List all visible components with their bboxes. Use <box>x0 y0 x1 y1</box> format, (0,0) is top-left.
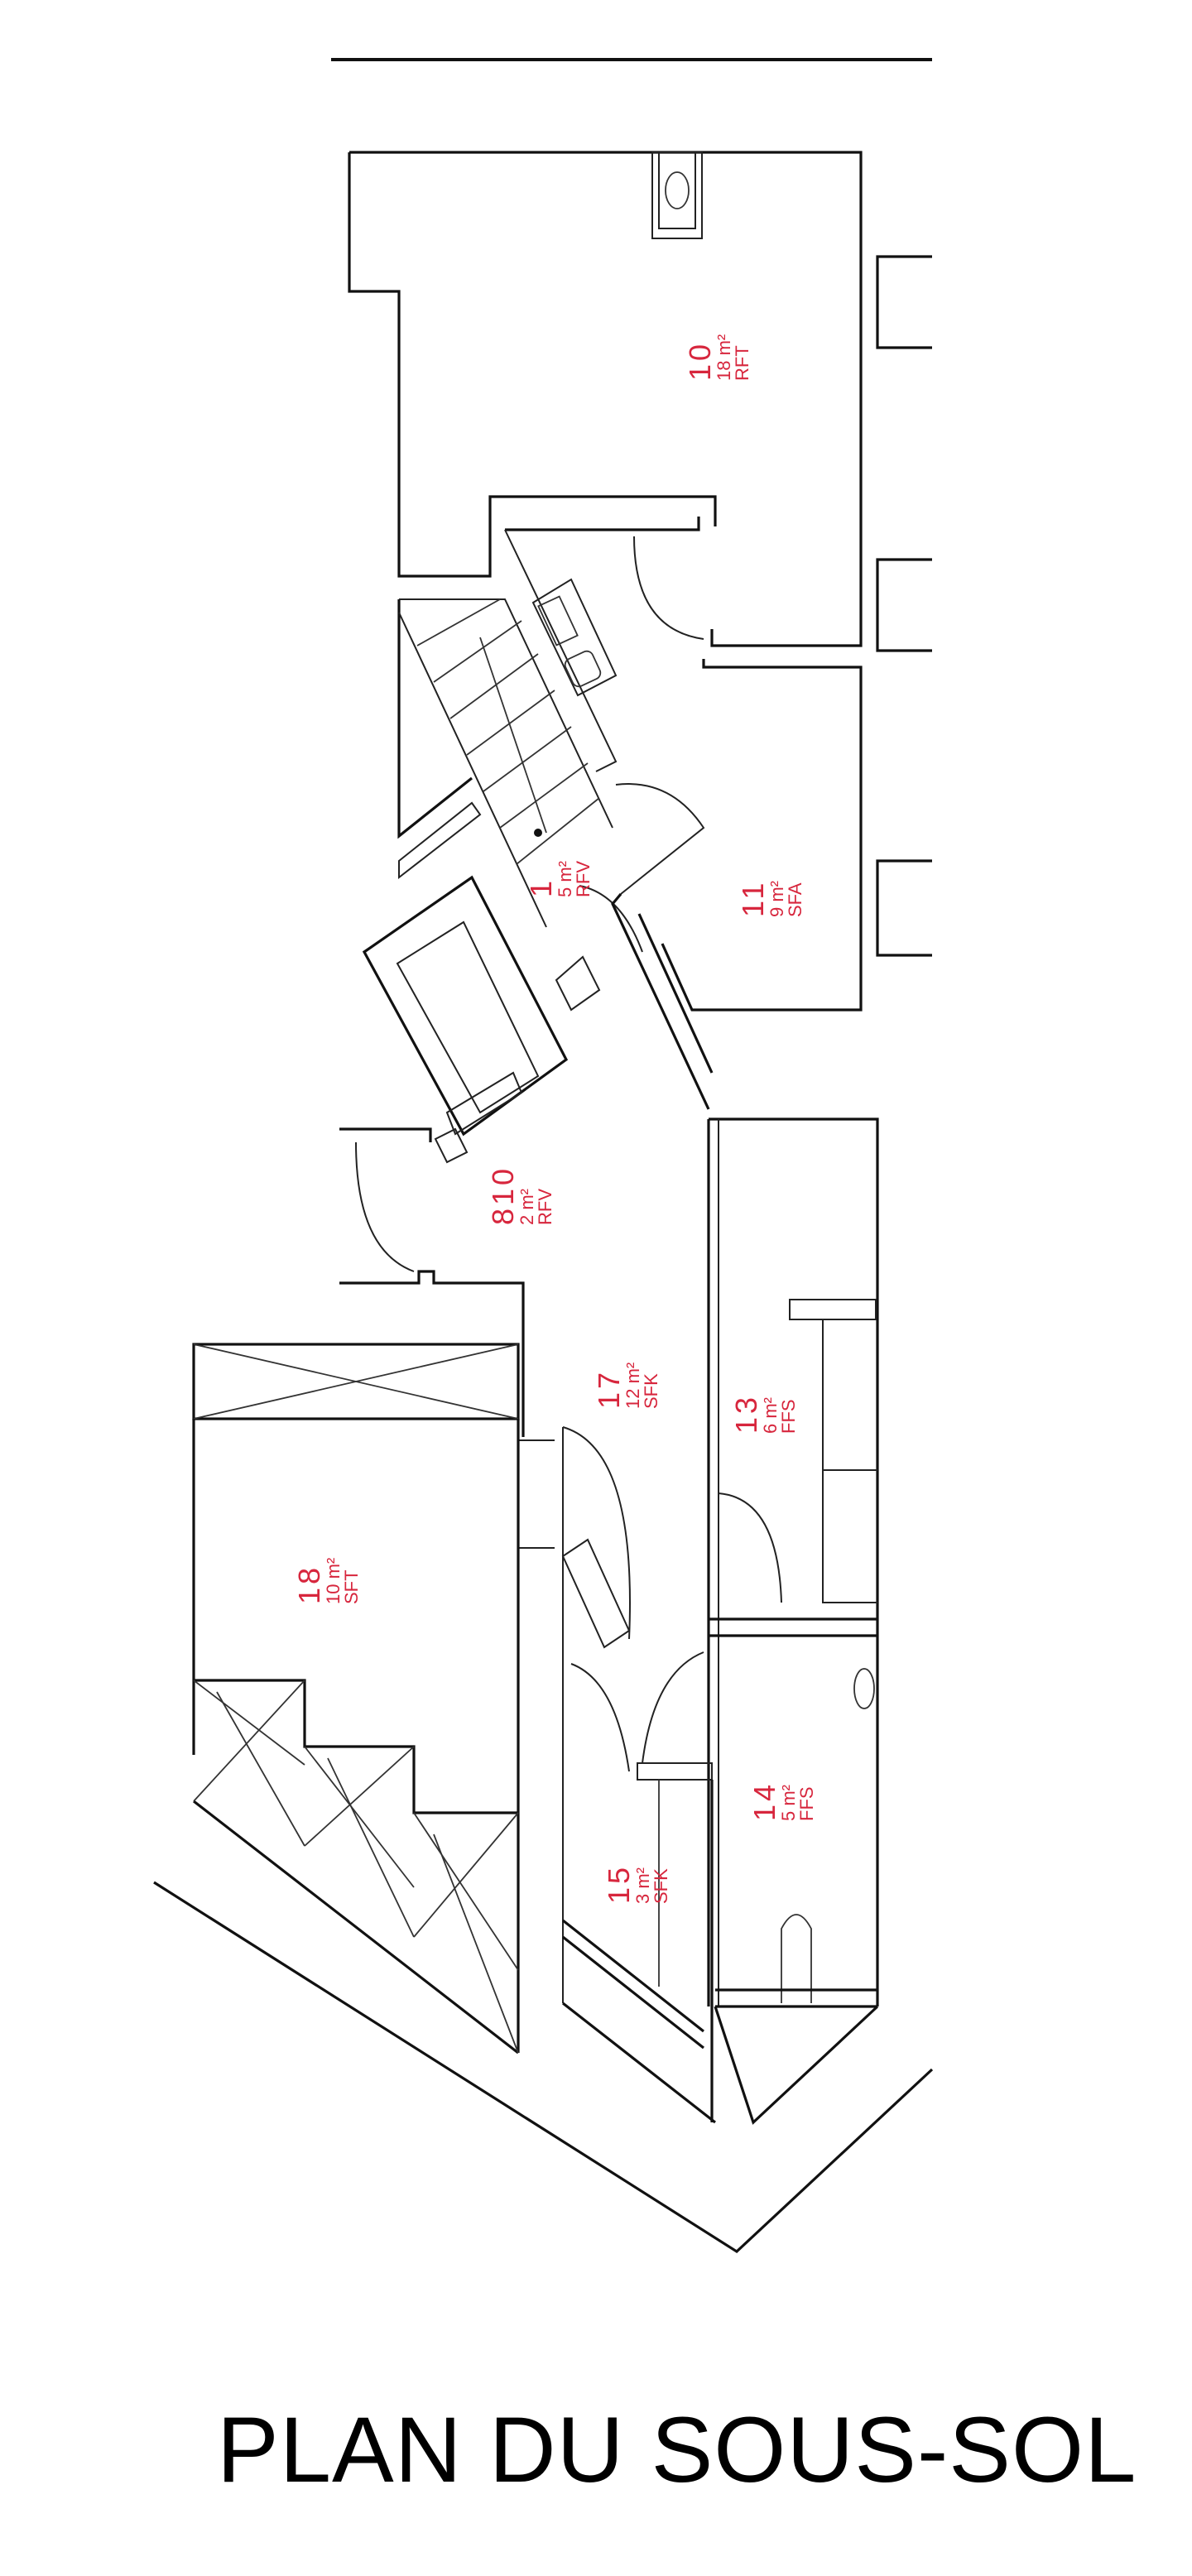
exterior-openings <box>876 255 932 957</box>
room-label-18: 18 10 m² SFT <box>292 1557 362 1604</box>
exterior-diagonal-walls <box>153 1881 934 2254</box>
room-label-15: 15 3 m² SFK <box>602 1863 671 1904</box>
room-label-13: 13 6 m² FFS <box>729 1393 799 1434</box>
plan-title: PLAN DU SOUS-SOL <box>217 2398 1137 2502</box>
room-13-14-walls <box>707 1117 879 2008</box>
room-label-17: 17 12 m² SFK <box>592 1362 661 1409</box>
room-810-walls <box>339 1127 525 1437</box>
room-18-walls <box>192 1343 520 2055</box>
lift-box <box>362 875 569 1164</box>
staircase <box>397 529 618 928</box>
room-label-14: 14 5 m² FFS <box>747 1781 817 1821</box>
room-10-walls <box>348 151 863 647</box>
room-label-11: 11 9 m² SFA <box>736 879 805 917</box>
room-11-walls <box>661 659 863 1012</box>
room-15-walls <box>562 1651 716 2124</box>
room-label-10: 10 18 m² RFT <box>683 334 752 381</box>
room-label-1: 1 5 m² RFV <box>524 861 594 897</box>
room-label-810: 810 2 m² RFV <box>486 1165 555 1225</box>
room-17-walls <box>518 1426 631 2003</box>
room-1-walls <box>555 783 714 1110</box>
